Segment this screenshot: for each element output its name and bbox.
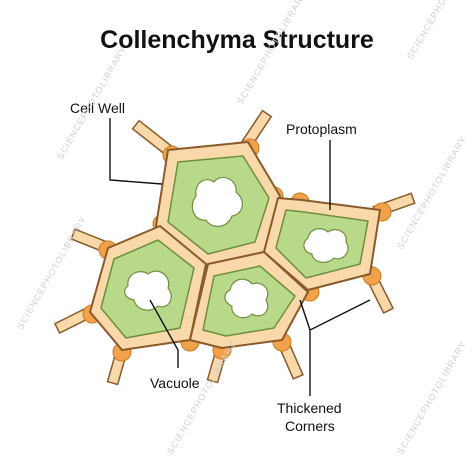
cell-bottom: [189, 251, 309, 349]
diagram-title: Collenchyma Structure: [100, 26, 374, 54]
cells-group: [89, 141, 381, 351]
watermark: SCIENCEPHOTOLIBRARY: [405, 0, 474, 61]
vacuole: [224, 278, 269, 319]
watermark: SCIENCEPHOTOLIBRARY: [165, 339, 238, 456]
label-thickened: Thickened: [277, 400, 342, 416]
label-cell-wall: Cell Well: [70, 100, 125, 116]
watermark: SCIENCEPHOTOLIBRARY: [235, 0, 308, 106]
leader-lines-group: [109, 118, 371, 396]
wall-extension: [133, 121, 175, 157]
vacuole: [191, 177, 243, 227]
watermark: SCIENCEPHOTOLIBRARY: [395, 134, 468, 251]
leader-cell-wall: [109, 118, 163, 185]
cell-right: [263, 197, 381, 291]
leader-thickened-corners-branch: [299, 299, 311, 331]
wall-extension: [241, 111, 271, 149]
label-corners: Corners: [285, 418, 335, 434]
label-vacuole: Vacuole: [150, 375, 200, 391]
leader-thickened-corners: [309, 299, 371, 396]
vacuole: [303, 228, 349, 263]
cell-top: [155, 141, 281, 267]
cell-left: [89, 225, 207, 351]
watermark: SCIENCEPHOTOLIBRARY: [395, 339, 468, 456]
label-protoplasm: Protoplasm: [286, 121, 357, 137]
vacuole: [124, 270, 172, 311]
leader-vacuole: [149, 299, 179, 368]
